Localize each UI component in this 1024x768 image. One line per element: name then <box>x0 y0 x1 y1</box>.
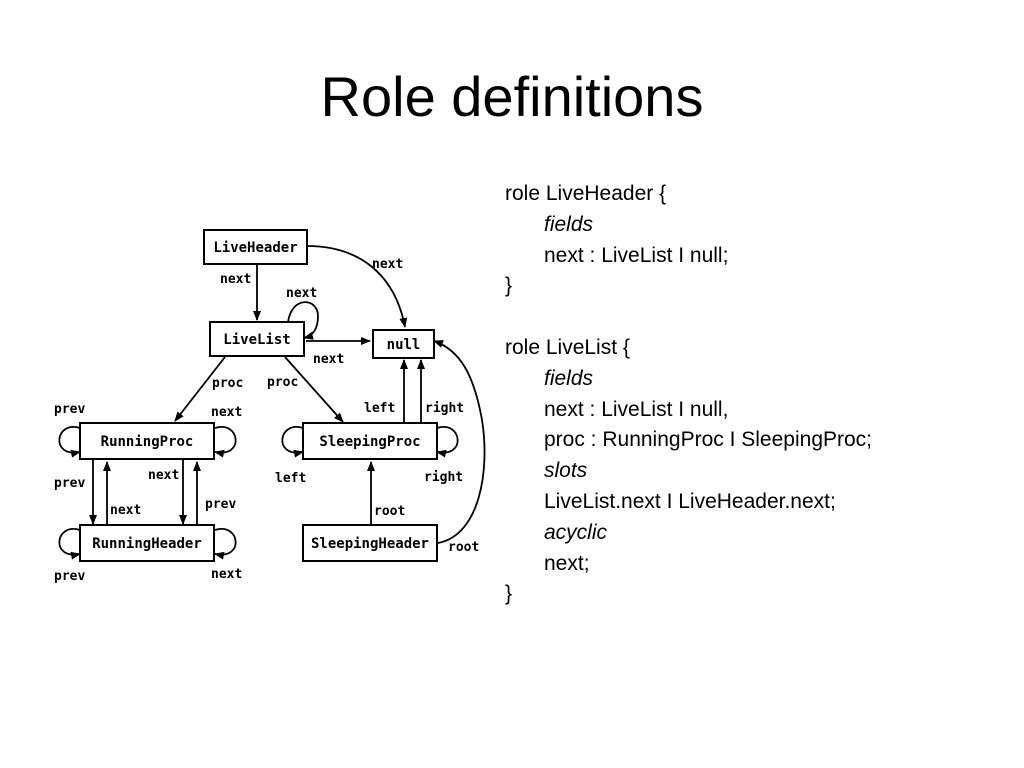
label-runningheader-prev-bottom: prev <box>54 569 85 584</box>
code-line-4: } <box>505 274 513 298</box>
label-livelist-proc-left: proc <box>212 376 243 391</box>
role-graph-svg: LiveHeader LiveList null RunningProc Sle… <box>54 229 486 584</box>
edge-runningheader-prev-loop <box>58 528 81 560</box>
code-line-7-keyword-fields: fields <box>544 366 594 390</box>
role-graph-diagram: LiveHeader LiveList null RunningProc Sle… <box>0 0 500 640</box>
node-sleepingproc: SleepingProc <box>302 422 438 460</box>
label-runningproc-next-mid: next <box>148 468 179 483</box>
edge-sleepingheader-null <box>433 340 486 544</box>
node-livelist-label: LiveList <box>223 332 290 348</box>
node-sleepingproc-label: SleepingProc <box>319 434 420 450</box>
edge-livelist-self <box>287 301 319 340</box>
node-null: null <box>372 329 435 359</box>
code-line-10-keyword-slots: slots <box>544 459 588 483</box>
edge-runningheader-next-loop <box>214 528 237 560</box>
code-line-3: next : LiveList I null; <box>544 243 729 267</box>
code-line-2-keyword-fields: fields <box>544 212 594 236</box>
slide-title: Role definitions <box>320 65 704 128</box>
edge-sleepingproc-right-loop <box>436 426 459 458</box>
label-sleepingproc-left-loop: left <box>275 471 306 486</box>
label-livelist-null-next: next <box>313 352 344 367</box>
label-runningproc-prev-side: prev <box>54 476 85 491</box>
label-runningheader-prev-side: prev <box>205 497 236 512</box>
node-runningproc: RunningProc <box>79 422 215 460</box>
label-runningproc-prev-top: prev <box>54 402 85 417</box>
node-runningheader-label: RunningHeader <box>92 536 202 552</box>
label-livelist-proc-right: proc <box>267 375 298 390</box>
edge-runningproc-next-loop <box>214 426 237 458</box>
label-sleepingproc-right-up: right <box>425 401 464 416</box>
code-line-1: role LiveHeader { <box>505 182 667 205</box>
edge-sleepingproc-left-loop <box>281 426 304 458</box>
edge-liveheader-null <box>306 245 408 328</box>
code-line-12-keyword-acyclic: acyclic <box>544 520 608 544</box>
code-line-8: next : LiveList I null, <box>544 397 729 421</box>
code-line-14: } <box>505 582 513 606</box>
edge-livelist-runningproc <box>174 356 226 422</box>
edge-runningproc-prev-loop <box>58 426 81 458</box>
code-line-9: proc : RunningProc I SleepingProc; <box>544 428 873 452</box>
code-line-13: next; <box>544 551 590 575</box>
role-code-listing: role LiveHeader { fields next : LiveList… <box>505 179 1005 610</box>
node-sleepingheader-label: SleepingHeader <box>311 536 429 552</box>
code-line-5-blank <box>505 302 1005 333</box>
code-line-6: role LiveList { <box>505 335 630 359</box>
label-runningheader-next-mid: next <box>110 503 141 518</box>
label-runningheader-next-bottom: next <box>211 567 242 582</box>
node-sleepingheader: SleepingHeader <box>302 524 438 562</box>
edges <box>58 245 486 560</box>
node-livelist: LiveList <box>209 321 305 357</box>
node-runningproc-label: RunningProc <box>101 434 194 450</box>
edge-labels: next next next next proc proc prev next … <box>54 257 479 584</box>
node-liveheader: LiveHeader <box>203 229 308 265</box>
nodes: LiveHeader LiveList null RunningProc Sle… <box>79 229 438 562</box>
label-sleepingheader-root-outer: root <box>448 540 479 555</box>
edge-livelist-sleepingproc <box>284 356 344 423</box>
label-liveheader-null-next: next <box>372 257 403 272</box>
label-livelist-self-next: next <box>286 286 317 301</box>
node-null-label: null <box>387 337 421 353</box>
label-liveheader-next: next <box>220 272 251 287</box>
node-runningheader: RunningHeader <box>79 524 215 562</box>
code-line-11: LiveList.next I LiveHeader.next; <box>544 489 836 513</box>
label-sleepingheader-root: root <box>374 504 405 519</box>
label-sleepingproc-left-up: left <box>364 401 395 416</box>
node-liveheader-label: LiveHeader <box>213 240 297 256</box>
label-runningproc-next-top: next <box>211 405 242 420</box>
label-sleepingproc-right-loop: right <box>424 470 463 485</box>
